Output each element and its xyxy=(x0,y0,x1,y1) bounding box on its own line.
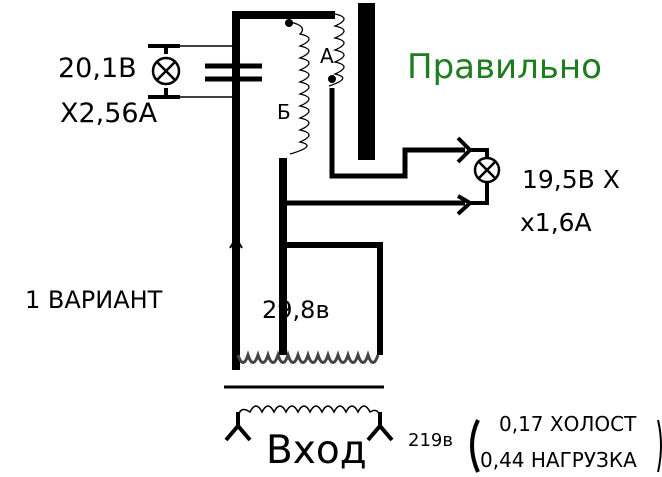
input-voltage: 219в xyxy=(408,430,453,451)
main-wire-left xyxy=(232,11,335,370)
core-bar xyxy=(358,3,375,160)
arrow-up xyxy=(229,236,243,249)
lamp1-terminals xyxy=(148,44,180,99)
winding-a-label: А xyxy=(320,44,334,68)
idle-current: 0,17 ХОЛОСТ xyxy=(499,412,637,436)
lamp1-voltage: 20,1В xyxy=(58,53,137,84)
primary-coil xyxy=(237,405,381,423)
load-current: 0,44 НАГРУЗКА xyxy=(480,448,637,472)
winding-b-coil xyxy=(289,21,310,155)
secondary-voltage: 29,8в xyxy=(262,296,330,324)
status-label: Правильно xyxy=(407,47,602,87)
lamp1-icon xyxy=(151,56,181,86)
input-label: Вход xyxy=(266,428,367,473)
lamp2-voltage: 19,5В Х xyxy=(522,165,620,194)
lamp2-icon xyxy=(473,156,501,184)
winding-a-coil xyxy=(328,13,345,87)
secondary-coil xyxy=(236,350,380,364)
winding-a-output-wire xyxy=(329,88,465,179)
capacitor xyxy=(205,63,262,82)
lamp2-current: х1,6А xyxy=(520,208,592,237)
bracket xyxy=(470,419,480,473)
variant-label: 1 ВАРИАНТ xyxy=(25,286,163,314)
dot-a xyxy=(328,75,336,83)
lamp1-current: Х2,56А xyxy=(60,98,158,129)
winding-b-label: Б xyxy=(277,100,291,124)
lamp2-connectors xyxy=(456,136,489,216)
lamp1-wires xyxy=(180,45,232,98)
input-connectors xyxy=(224,412,394,442)
dot-b xyxy=(285,19,293,27)
